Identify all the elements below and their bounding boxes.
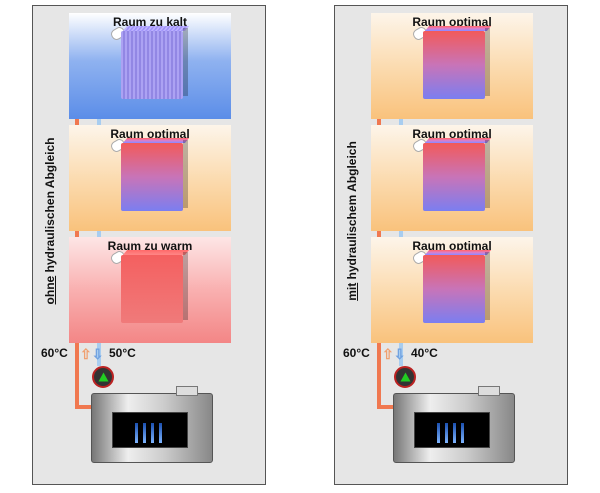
supply-temp: 60°C (41, 346, 68, 360)
return-temp: 40°C (411, 346, 438, 360)
room-1: Raum optimal (371, 13, 533, 119)
room-1: Raum zu kalt (69, 13, 231, 119)
flow-arrows-icon: ⇧⇩ (382, 346, 406, 362)
caption: ohne hydraulischen Abgleich (43, 121, 57, 321)
caption-underlined: ohne (43, 275, 57, 305)
supply-temp: 60°C (343, 346, 370, 360)
pump-icon (92, 366, 114, 388)
boiler-icon (91, 386, 213, 463)
caption: mit hydraulischem Abgleich (345, 121, 359, 321)
radiator-icon (423, 140, 490, 211)
pump-icon (394, 366, 416, 388)
room-3: Raum optimal (371, 237, 533, 343)
radiator-icon (423, 252, 490, 323)
return-temp: 50°C (109, 346, 136, 360)
panel-without-balancing: Raum zu kalt Raum optimal Raum zu warm o… (32, 5, 266, 485)
panel-with-balancing: Raum optimal Raum optimal Raum optimal m… (334, 5, 568, 485)
room-2: Raum optimal (371, 125, 533, 231)
boiler-icon (393, 386, 515, 463)
room-2: Raum optimal (69, 125, 231, 231)
caption-rest: hydraulischem Abgleich (345, 141, 359, 283)
flow-arrows-icon: ⇧⇩ (80, 346, 104, 362)
radiator-icon (121, 252, 188, 323)
room-3: Raum zu warm (69, 237, 231, 343)
radiator-icon (121, 28, 188, 99)
radiator-icon (423, 28, 490, 99)
radiator-icon (121, 140, 188, 211)
caption-rest: hydraulischen Abgleich (43, 137, 57, 276)
caption-underlined: mit (345, 282, 359, 301)
